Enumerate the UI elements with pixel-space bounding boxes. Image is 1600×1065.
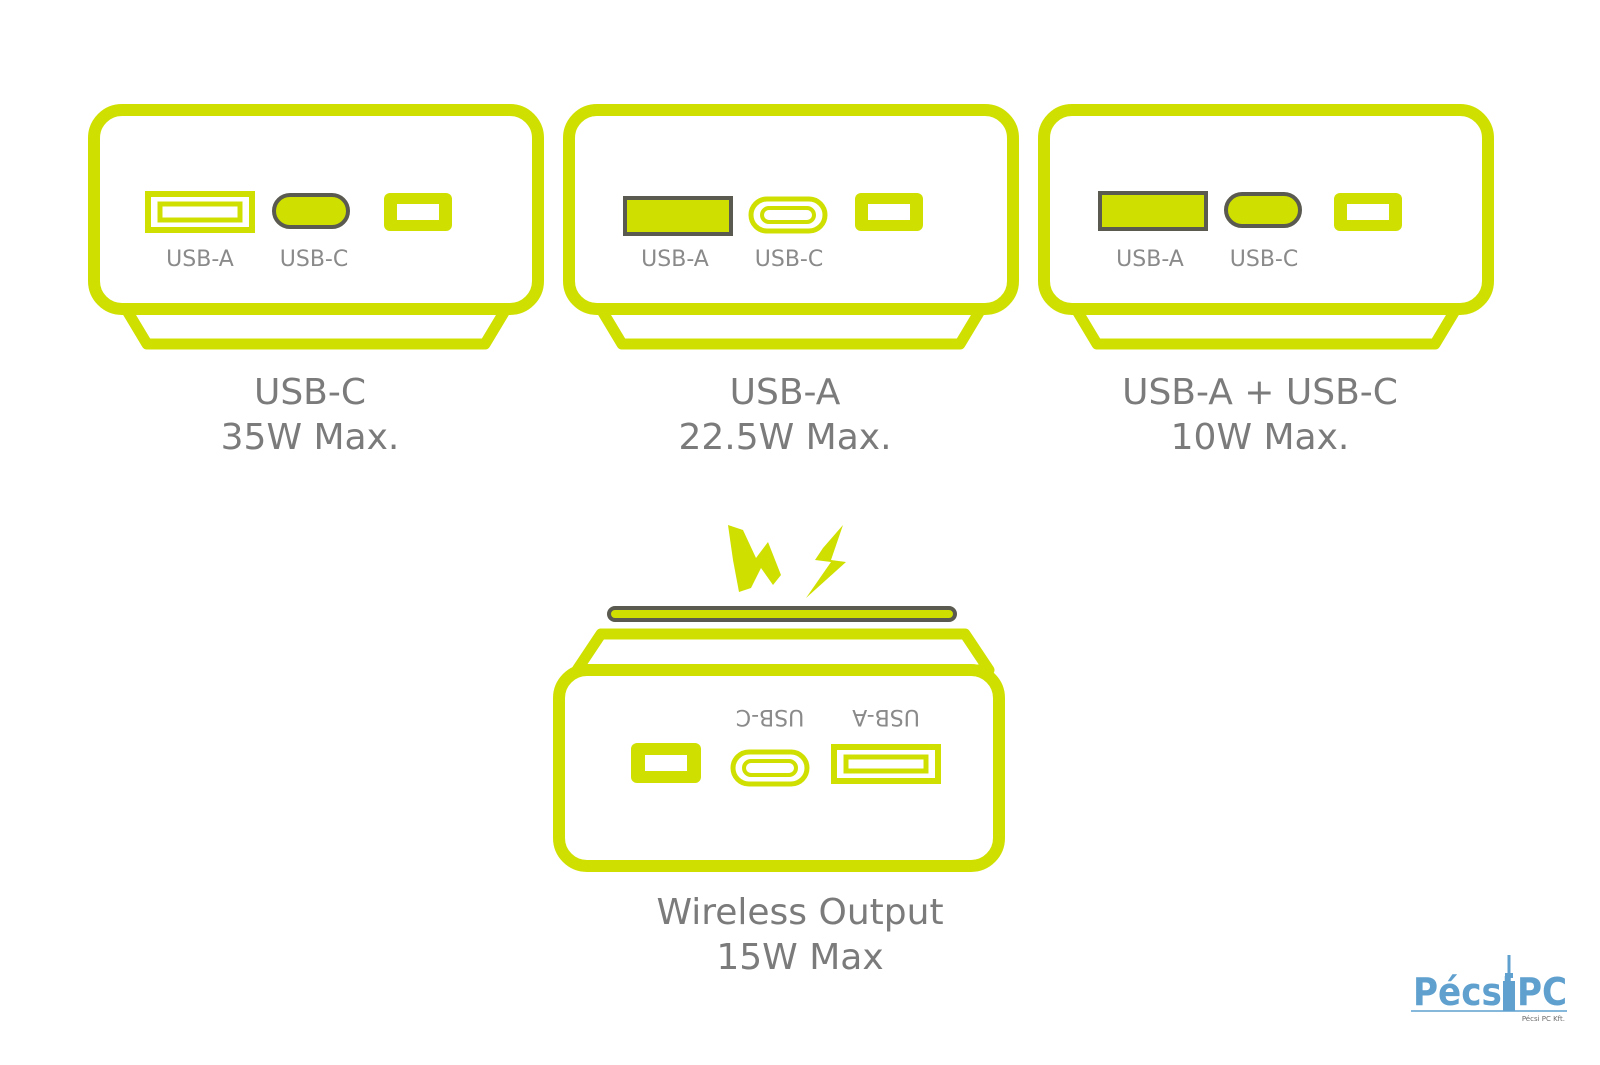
usb-c-port (730, 749, 810, 787)
power-bank-usb-a-usb-c: USB-A USB-C (1038, 104, 1494, 354)
caption-usb-a: USB-A 22.5W Max. (565, 370, 1005, 460)
caption-title: USB-C (253, 372, 367, 413)
usb-c-label: USB-C (280, 247, 348, 272)
lightning-bolt-icon (728, 525, 846, 598)
usb-a-port (145, 191, 255, 233)
usb-a-label: USB-A (166, 247, 234, 272)
power-bank-usb-c: USB-A USB-C (88, 104, 544, 354)
usb-c-port-active (272, 193, 350, 229)
usb-c-port (748, 196, 828, 234)
usb-a-port-active (1098, 191, 1208, 231)
logo-text-left: Pécsi (1413, 970, 1514, 1014)
caption-wireless: Wireless Output 15W Max (580, 890, 1020, 980)
caption-power: 10W Max. (1170, 417, 1350, 458)
pecsi-pc-logo: Pécsi PC Pécsi PC Kft. (1405, 955, 1575, 1045)
caption-title: Wireless Output (656, 892, 944, 933)
usb-c-label: USB-C (736, 704, 804, 729)
caption-power: 35W Max. (220, 417, 400, 458)
power-bank-wireless: USB-C USB-A (553, 520, 1013, 875)
caption-power: 15W Max (716, 937, 884, 978)
usb-a-port-active (623, 196, 733, 236)
usb-c-port-active (1224, 192, 1302, 228)
caption-power: 22.5W Max. (678, 417, 892, 458)
power-bank-usb-a: USB-A USB-C (563, 104, 1019, 354)
caption-title: USB-A + USB-C (1122, 372, 1398, 413)
caption-usb-c: USB-C 35W Max. (90, 370, 530, 460)
usb-a-port (831, 744, 941, 784)
wireless-charging-pad (607, 606, 957, 622)
caption-title: USB-A (729, 372, 841, 413)
usb-a-label: USB-A (641, 247, 709, 272)
logo-subtext: Pécsi PC Kft. (1522, 1015, 1565, 1023)
usb-a-label: USB-A (852, 704, 920, 729)
logo-text-right: PC (1517, 970, 1567, 1014)
usb-c-label: USB-C (1230, 247, 1298, 272)
caption-usb-a-usb-c: USB-A + USB-C 10W Max. (1040, 370, 1480, 460)
usb-a-label: USB-A (1116, 247, 1184, 272)
usb-c-label: USB-C (755, 247, 823, 272)
